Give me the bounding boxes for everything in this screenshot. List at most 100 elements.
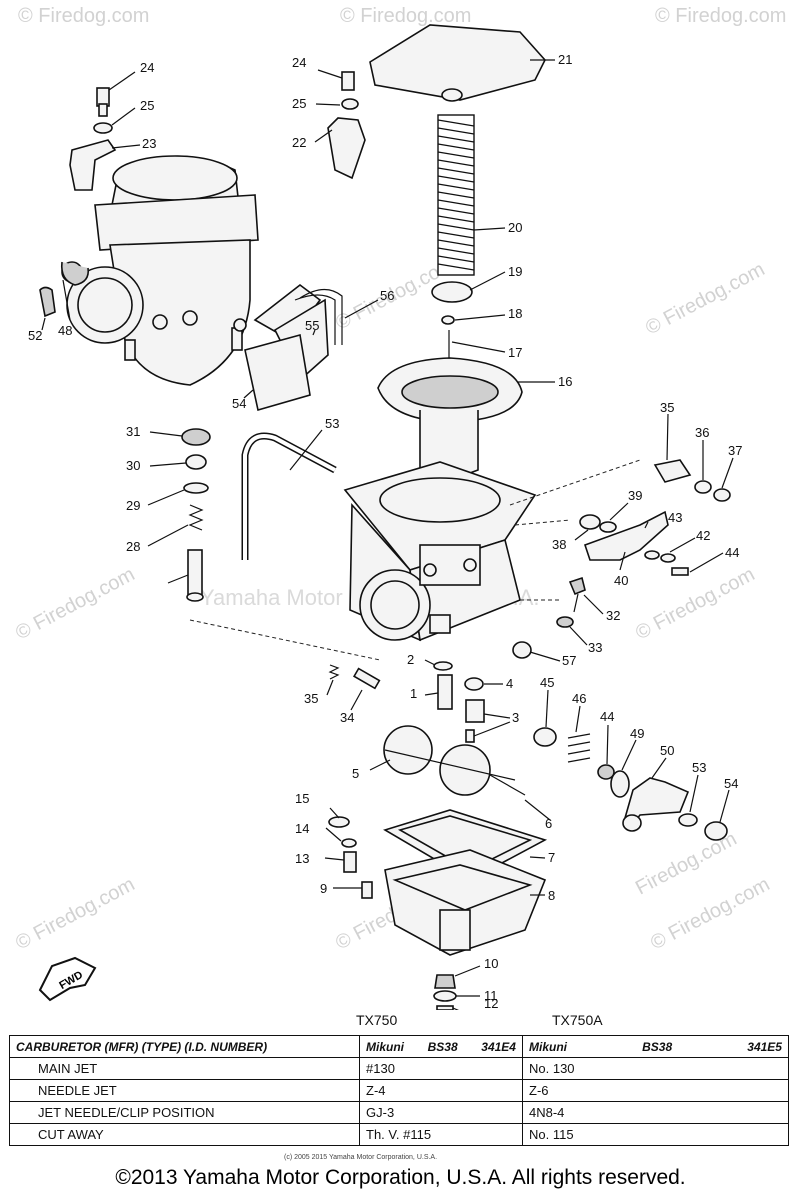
part-9-plug [361, 881, 373, 899]
bracket-screw-set-left [69, 87, 117, 191]
callout-39: 39 [628, 488, 642, 503]
callout-50: 52 [28, 328, 42, 343]
row-label: MAIN JET [9, 1057, 360, 1080]
callout-52: 54 [724, 776, 738, 791]
callout-20: 20 [508, 220, 522, 235]
callout-19: 19 [508, 264, 522, 279]
hose-53-inner [243, 434, 336, 560]
callout-55: 55 [305, 318, 319, 333]
mfr-b: Mikuni [529, 1039, 567, 1054]
header-tx750a: Mikuni BS38 341E5 [522, 1035, 789, 1058]
callout-54: 54 [232, 396, 246, 411]
callout-6: 6 [545, 816, 552, 831]
callout-56: 56 [380, 288, 394, 303]
choke-linkage-right [533, 727, 728, 841]
callout-3: 3 [512, 710, 519, 725]
callout-47: 48 [58, 323, 72, 338]
callout-28: 29 [126, 498, 140, 513]
jet-parts-1-4 [433, 661, 485, 743]
callout-16: 16 [558, 374, 572, 389]
air-screw-33-34 [328, 664, 381, 690]
small-copyright-note: (c) 2005 2015 Yamaha Motor Corporation, … [284, 1154, 438, 1161]
callout-37: 37 [728, 443, 742, 458]
hoses-54-55-56 [244, 283, 343, 412]
callout-38: 38 [552, 537, 566, 552]
callout-17: 17 [508, 345, 522, 360]
callout-43: 44 [725, 545, 739, 560]
watermark-text: © Firedog.com [12, 873, 138, 954]
callout-11: 11 [484, 988, 498, 1003]
callout-2: 2 [407, 652, 414, 667]
float-assembly [383, 725, 526, 796]
callout-10: 10 [484, 956, 498, 971]
callout-53: 53 [325, 416, 339, 431]
callout-29: 30 [126, 458, 140, 473]
callout-35: 35 [660, 400, 674, 415]
row-value-tx750a: No. 130 [522, 1057, 789, 1080]
watermark-text: © Firedog.com [12, 563, 138, 644]
carburetor-body [189, 459, 641, 661]
callout-5: 5 [352, 766, 359, 781]
callout-57: 57 [562, 653, 576, 668]
table-row: NEEDLE JET Z-4 Z-6 [9, 1079, 789, 1102]
idle-screw-parts [512, 576, 586, 659]
watermark-text: © Firedog.com [642, 258, 768, 339]
drain-parts-10-12 [433, 974, 457, 1010]
callout-numbers: 24 25 23 24 25 22 21 20 19 18 17 16 56 5… [28, 52, 742, 1010]
model-label-tx750a: TX750A [552, 1012, 603, 1028]
row-label: NEEDLE JET [9, 1079, 360, 1102]
callout-48: 49 [630, 726, 644, 741]
callout-51: 53 [692, 760, 706, 775]
assembled-carburetor [60, 155, 259, 386]
row-label: JET NEEDLE/CLIP POSITION [9, 1101, 360, 1124]
callout-4: 4 [506, 676, 513, 691]
callout-27: 28 [126, 539, 140, 554]
header-tx750: Mikuni BS38 341E4 [359, 1035, 523, 1058]
callout-45: 45 [540, 675, 554, 690]
callout-34: 35 [304, 691, 318, 706]
callout-1: 1 [410, 686, 417, 701]
callout-24-left: 24 [140, 60, 154, 75]
callout-46: 46 [572, 691, 586, 706]
row-value-tx750a: No. 115 [522, 1123, 789, 1146]
coil-spring [437, 114, 475, 276]
watermark-text: © Firedog.com [340, 5, 471, 27]
callout-25-left: 25 [140, 98, 154, 113]
callout-32: 33 [588, 640, 602, 655]
table-row: MAIN JET #130 No. 130 [9, 1057, 789, 1080]
throttle-linkage-right [579, 459, 731, 576]
header-label: CARBURETOR (MFR) (TYPE) (I.D. NUMBER) [9, 1035, 360, 1058]
callout-9: 9 [320, 881, 327, 896]
carburetor-spec-table: CARBURETOR (MFR) (TYPE) (I.D. NUMBER) Mi… [9, 1035, 789, 1146]
bolt-washer-13-15 [328, 816, 357, 873]
row-value-tx750: GJ-3 [359, 1101, 523, 1124]
callout-12: 12 [484, 996, 498, 1010]
callout-33: 34 [340, 710, 354, 725]
copyright-notice: ©2013 Yamaha Motor Corporation, U.S.A. A… [115, 1166, 686, 1189]
callout-18: 18 [508, 306, 522, 321]
callout-25: 25 [292, 96, 306, 111]
callout-41: 43 [668, 510, 682, 525]
row-value-tx750a: 4N8-4 [522, 1101, 789, 1124]
callout-44: 44 [600, 709, 614, 724]
callout-14: 14 [295, 821, 309, 836]
callout-24: 24 [292, 55, 306, 70]
callout-31: 32 [606, 608, 620, 623]
row-value-tx750: Th. V. #115 [359, 1123, 523, 1146]
id-b: 341E5 [747, 1039, 782, 1054]
row-label: CUT AWAY [9, 1123, 360, 1146]
row-value-tx750: Z-4 [359, 1079, 523, 1102]
leader-lines [41, 59, 734, 1010]
watermark-text: © Firedog.com [632, 563, 758, 644]
exploded-parts-diagram: © Firedog.com © Firedog.com © Firedog.co… [12, 5, 786, 1010]
row-value-tx750a: Z-6 [522, 1079, 789, 1102]
throttle-parts-left [39, 286, 56, 318]
callout-30: 31 [126, 424, 140, 439]
type-a: BS38 [427, 1039, 458, 1054]
table-header-row: CARBURETOR (MFR) (TYPE) (I.D. NUMBER) Mi… [9, 1035, 789, 1058]
callout-7: 7 [548, 850, 555, 865]
fwd-arrow-icon: FWD [38, 956, 97, 1002]
hose-53 [241, 432, 337, 560]
callout-21: 21 [558, 52, 572, 67]
table-row: CUT AWAY Th. V. #115 No. 115 [9, 1123, 789, 1146]
